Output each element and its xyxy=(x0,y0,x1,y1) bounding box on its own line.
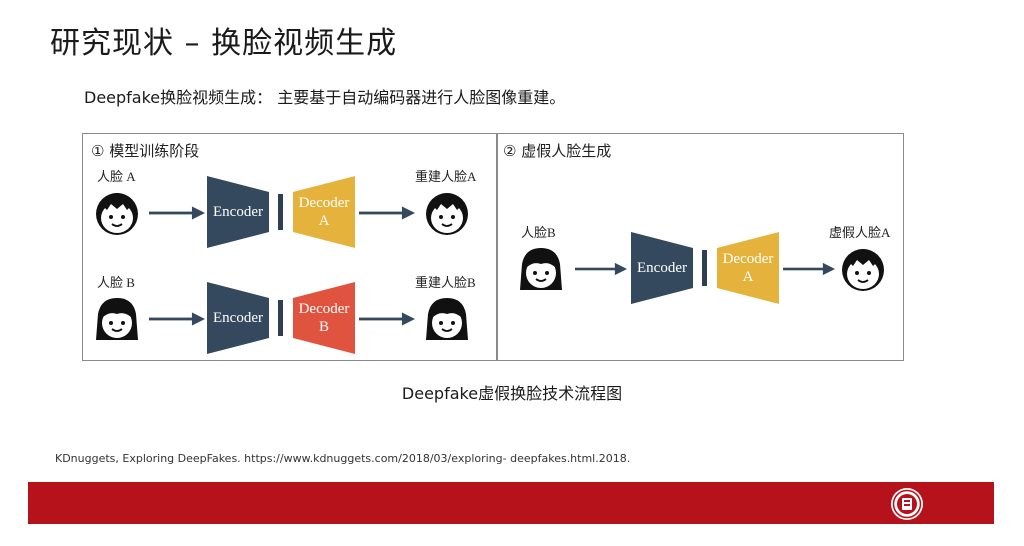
panel-divider xyxy=(496,134,498,360)
panel2-output-label: 虚假人脸A xyxy=(829,225,891,240)
footer-bar xyxy=(28,482,994,524)
panel1-title: ① 模型训练阶段 xyxy=(91,142,200,160)
encoder-label: Encoder xyxy=(637,260,687,276)
decoder-a-block: Decoder A xyxy=(293,176,355,248)
decoder-label: Decoder xyxy=(722,251,774,267)
girl-face-icon xyxy=(91,292,143,344)
row-a-input-label: 人脸 A xyxy=(97,169,136,184)
arrow-icon xyxy=(149,206,205,220)
arrow-icon xyxy=(359,312,415,326)
arrow-icon xyxy=(783,262,835,276)
latent-bar xyxy=(278,300,283,336)
university-seal-icon xyxy=(891,488,923,520)
encoder-label: Encoder xyxy=(213,204,263,220)
boy-face-icon xyxy=(421,186,473,238)
decoder-id-label: A xyxy=(742,269,754,285)
latent-bar xyxy=(278,194,283,230)
encoder-block-a: Encoder xyxy=(207,176,269,248)
reference-citation: KDnuggets, Exploring DeepFakes. https://… xyxy=(55,452,631,465)
panel2-input-label: 人脸B xyxy=(521,225,556,240)
decoder-a-block-fake: Decoder A xyxy=(717,232,779,304)
latent-bar xyxy=(702,250,707,286)
decoder-label: Decoder xyxy=(298,301,350,317)
deepfake-flow-diagram: ① 模型训练阶段 人脸 A Encoder Decoder A 重建人脸A 人脸… xyxy=(82,133,904,361)
encoder-block-b: Encoder xyxy=(207,282,269,354)
row-b-input-label: 人脸 B xyxy=(97,275,135,290)
decoder-label: Decoder xyxy=(298,195,350,211)
row-a-output-label: 重建人脸A xyxy=(415,169,477,184)
slide-subtitle: Deepfake换脸视频生成： 主要基于自动编码器进行人脸图像重建。 xyxy=(84,88,566,107)
row-b-output-label: 重建人脸B xyxy=(415,275,476,290)
encoder-block-fake: Encoder xyxy=(631,232,693,304)
encoder-label: Encoder xyxy=(213,310,263,326)
arrow-icon xyxy=(359,206,415,220)
girl-face-icon xyxy=(515,242,567,294)
decoder-id-label: B xyxy=(318,319,329,335)
boy-face-icon xyxy=(91,186,143,238)
decoder-id-label: A xyxy=(318,213,330,229)
panel2-title: ② 虚假人脸生成 xyxy=(503,142,612,160)
girl-face-icon xyxy=(421,292,473,344)
arrow-icon xyxy=(149,312,205,326)
diagram-caption: Deepfake虚假换脸技术流程图 xyxy=(401,384,623,403)
decoder-b-block: Decoder B xyxy=(293,282,355,354)
boy-face-icon xyxy=(837,242,889,294)
arrow-icon xyxy=(575,262,627,276)
slide-title: 研究现状 – 换脸视频生成 xyxy=(50,26,398,61)
